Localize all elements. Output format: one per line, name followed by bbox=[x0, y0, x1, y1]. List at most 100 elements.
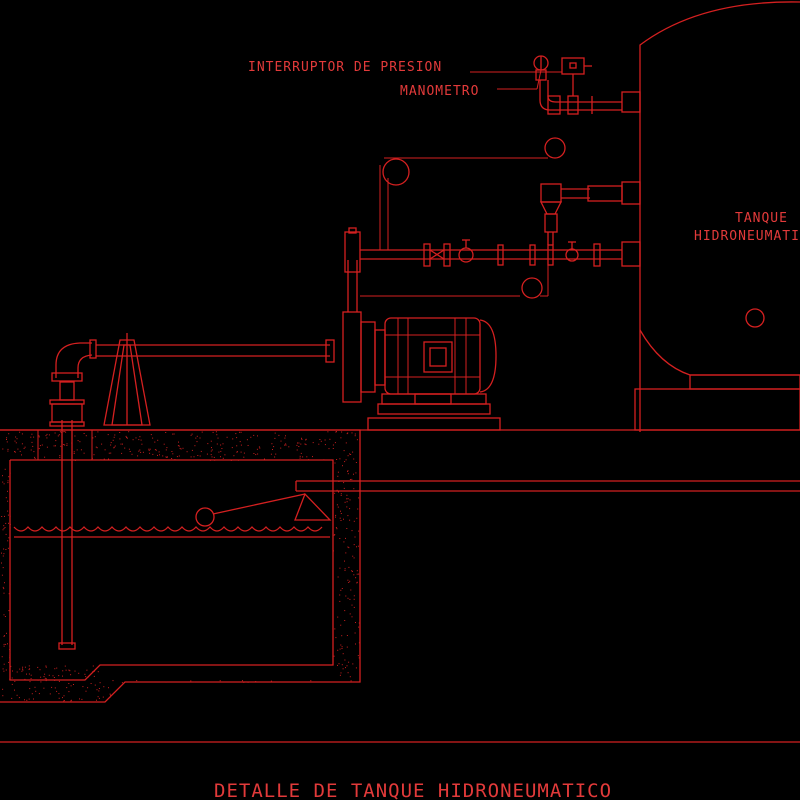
concrete-speck bbox=[48, 674, 50, 676]
concrete-speck bbox=[222, 443, 224, 445]
concrete-speck bbox=[270, 680, 272, 682]
concrete-speck bbox=[256, 448, 258, 450]
concrete-speck bbox=[38, 435, 40, 437]
concrete-speck bbox=[199, 455, 201, 457]
concrete-speck bbox=[355, 622, 356, 623]
concrete-speck bbox=[119, 432, 121, 433]
concrete-speck bbox=[200, 450, 202, 452]
concrete-speck bbox=[335, 637, 337, 639]
concrete-speck bbox=[16, 438, 18, 440]
concrete-speck bbox=[347, 455, 349, 457]
concrete-speck bbox=[128, 448, 130, 450]
concrete-speck bbox=[346, 646, 348, 648]
concrete-speck bbox=[344, 569, 346, 571]
concrete-speck bbox=[347, 579, 349, 581]
concrete-speck bbox=[56, 667, 58, 669]
concrete-speck bbox=[114, 445, 116, 447]
concrete-speck bbox=[302, 456, 304, 458]
concrete-speck bbox=[272, 449, 273, 450]
concrete-speck bbox=[337, 664, 338, 666]
concrete-speck bbox=[158, 451, 160, 453]
concrete-speck bbox=[39, 445, 41, 447]
concrete-speck bbox=[26, 673, 27, 675]
concrete-speck bbox=[280, 440, 282, 442]
concrete-speck bbox=[138, 450, 140, 452]
concrete-speck bbox=[284, 444, 286, 446]
concrete-speck bbox=[343, 482, 345, 484]
concrete-speck bbox=[346, 494, 348, 496]
concrete-speck bbox=[112, 680, 114, 682]
concrete-speck bbox=[96, 447, 98, 449]
concrete-speck bbox=[334, 628, 336, 630]
concrete-speck bbox=[344, 461, 346, 463]
concrete-speck bbox=[196, 435, 198, 437]
concrete-speck bbox=[24, 446, 26, 448]
concrete-speck bbox=[21, 433, 23, 435]
concrete-speck bbox=[58, 680, 60, 682]
concrete-speck bbox=[211, 447, 212, 449]
concrete-speck bbox=[355, 667, 357, 669]
drawing-title: DETALLE DE TANQUE HIDRONEUMATICO bbox=[214, 780, 612, 800]
concrete-speck bbox=[339, 567, 341, 569]
concrete-speck bbox=[214, 459, 216, 461]
concrete-speck bbox=[356, 517, 358, 519]
concrete-speck bbox=[2, 695, 4, 697]
concrete-speck bbox=[5, 533, 7, 535]
concrete-speck bbox=[340, 672, 342, 674]
concrete-speck bbox=[5, 497, 7, 499]
concrete-speck bbox=[352, 570, 353, 572]
concrete-speck bbox=[345, 537, 346, 539]
concrete-speck bbox=[218, 451, 220, 453]
concrete-speck bbox=[324, 444, 326, 446]
concrete-speck bbox=[332, 448, 334, 449]
concrete-speck bbox=[3, 592, 5, 594]
concrete-speck bbox=[179, 447, 181, 449]
concrete-speck bbox=[104, 449, 106, 451]
concrete-speck bbox=[338, 663, 340, 665]
concrete-speck bbox=[24, 678, 26, 680]
manometer-label: MANOMETRO bbox=[400, 84, 479, 99]
concrete-speck bbox=[235, 433, 237, 435]
concrete-speck bbox=[30, 678, 32, 680]
concrete-speck bbox=[97, 696, 99, 698]
concrete-speck bbox=[2, 475, 3, 477]
concrete-speck bbox=[54, 679, 56, 681]
concrete-speck bbox=[2, 448, 4, 450]
concrete-speck bbox=[328, 448, 330, 450]
concrete-speck bbox=[340, 644, 342, 646]
concrete-speck bbox=[165, 681, 167, 683]
concrete-speck bbox=[40, 676, 42, 678]
concrete-speck bbox=[190, 434, 192, 436]
concrete-speck bbox=[44, 456, 46, 458]
concrete-speck bbox=[3, 528, 5, 530]
concrete-speck bbox=[3, 670, 5, 672]
concrete-speck bbox=[57, 435, 59, 437]
concrete-speck bbox=[258, 446, 260, 448]
concrete-speck bbox=[352, 663, 354, 665]
concrete-speck bbox=[257, 435, 258, 437]
concrete-speck bbox=[191, 433, 193, 435]
concrete-speck bbox=[8, 433, 10, 435]
concrete-speck bbox=[340, 493, 342, 495]
concrete-speck bbox=[34, 456, 36, 458]
concrete-speck bbox=[65, 669, 67, 671]
concrete-speck bbox=[5, 643, 7, 645]
concrete-speck bbox=[308, 459, 310, 461]
concrete-speck bbox=[17, 448, 19, 450]
concrete-speck bbox=[346, 498, 348, 500]
concrete-speck bbox=[341, 664, 343, 666]
concrete-speck bbox=[32, 445, 34, 447]
concrete-speck bbox=[355, 472, 357, 474]
concrete-speck bbox=[74, 435, 76, 437]
hydropneumatic-tank bbox=[634, 1, 800, 432]
concrete-speck bbox=[64, 665, 66, 667]
concrete-speck bbox=[19, 668, 21, 670]
concrete-speck bbox=[210, 450, 212, 452]
concrete-speck bbox=[345, 667, 346, 669]
concrete-speck bbox=[9, 527, 11, 529]
concrete-speck bbox=[1, 516, 3, 517]
concrete-speck bbox=[74, 460, 76, 461]
concrete-speck bbox=[76, 449, 78, 451]
tank-label-line1: TANQUE bbox=[735, 211, 788, 226]
concrete-speck bbox=[120, 443, 122, 445]
